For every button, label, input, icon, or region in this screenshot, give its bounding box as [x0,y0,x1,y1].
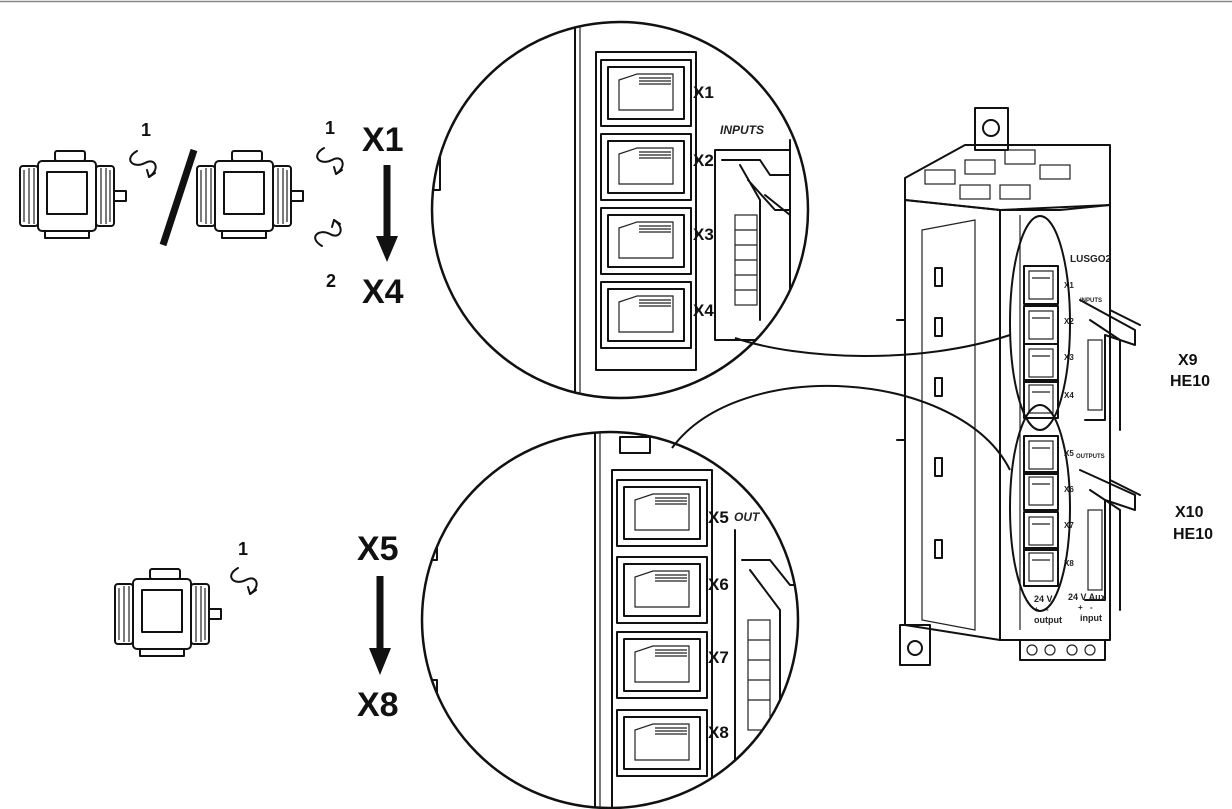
port-group-highlight-bottom [1009,404,1071,612]
port-label: X1 [693,83,714,102]
range-start-label: X5 [357,530,399,568]
rotation-arrow-icon [230,567,258,595]
port-label: X8 [708,723,729,742]
device-port [1023,343,1059,383]
device-port [1023,265,1059,305]
connector-x10-type: HE10 [1173,526,1213,543]
power-input-voltage: 24 V Aux [1068,592,1106,602]
leader-line-top [734,334,1011,357]
bottom-left-motor-group: 1 X5 X8 [114,530,399,724]
device-inputs-label: INPUTS [1080,298,1102,304]
power-output-voltage: 24 V [1034,594,1053,604]
slash-separator [159,148,198,247]
power-output-minus: - [1046,605,1049,614]
device-model-label: LUSGO2 [1070,254,1112,265]
connector-x9-type: HE10 [1170,373,1210,390]
device-module: LUSGO2 X1 X2 X3 X4 X5 X6 X7 X8 INPUTS OU… [896,107,1141,666]
device-port [1023,511,1059,551]
port-label: X4 [693,301,714,320]
top-zoom-circle: X1 X2 X3 X4 INPUTS [430,20,810,400]
port-label: X7 [708,648,729,667]
he10-connector-x10 [1079,469,1141,611]
rotation-label: 1 [238,539,248,559]
rotation-label: 2 [326,271,336,291]
power-input-label: input [1080,613,1102,623]
device-port [1023,471,1059,511]
power-output-label: output [1034,615,1062,625]
range-start-label: X1 [362,121,404,159]
inputs-label: INPUTS [720,123,764,137]
port-label: X6 [708,575,729,594]
down-arrow-icon [369,648,391,675]
rotation-arrow-icon [316,147,344,175]
bottom-zoom-circle: X5 X6 X7 X8 OUT [420,430,800,809]
device-port [1023,305,1059,345]
power-input-plus: + [1078,603,1083,612]
range-end-label: X8 [357,686,399,724]
rotation-arrow-reverse-icon [314,219,342,247]
down-arrow-icon [376,236,398,262]
power-input-minus: - [1090,603,1093,612]
port-label: X3 [693,225,714,244]
device-port [1023,547,1059,587]
motor-icon [196,150,304,239]
port-label: X5 [708,508,729,527]
motor-icon [114,568,222,657]
device-port-label: X8 [1064,559,1074,568]
motor-icon [19,150,127,239]
device-port-label: X5 [1064,449,1074,458]
leader-line-bottom [671,384,1011,471]
device-port [1023,435,1059,475]
range-end-label: X4 [362,273,404,311]
rotation-label: 1 [141,120,151,140]
top-left-motor-group: 1 1 2 X1 X4 [19,118,404,311]
connector-x10-id: X10 [1175,504,1204,521]
device-outputs-label: OUTPUTS [1076,454,1105,460]
device-port-label: X4 [1064,391,1074,400]
he10-connector-x9 [1079,299,1141,431]
connector-x9-id: X9 [1178,352,1198,369]
port-group-highlight-top [1009,215,1071,431]
rotation-label: 1 [325,118,335,138]
port-label: X2 [693,151,714,170]
out-label: OUT [734,510,761,524]
rotation-arrow-icon [129,150,157,178]
